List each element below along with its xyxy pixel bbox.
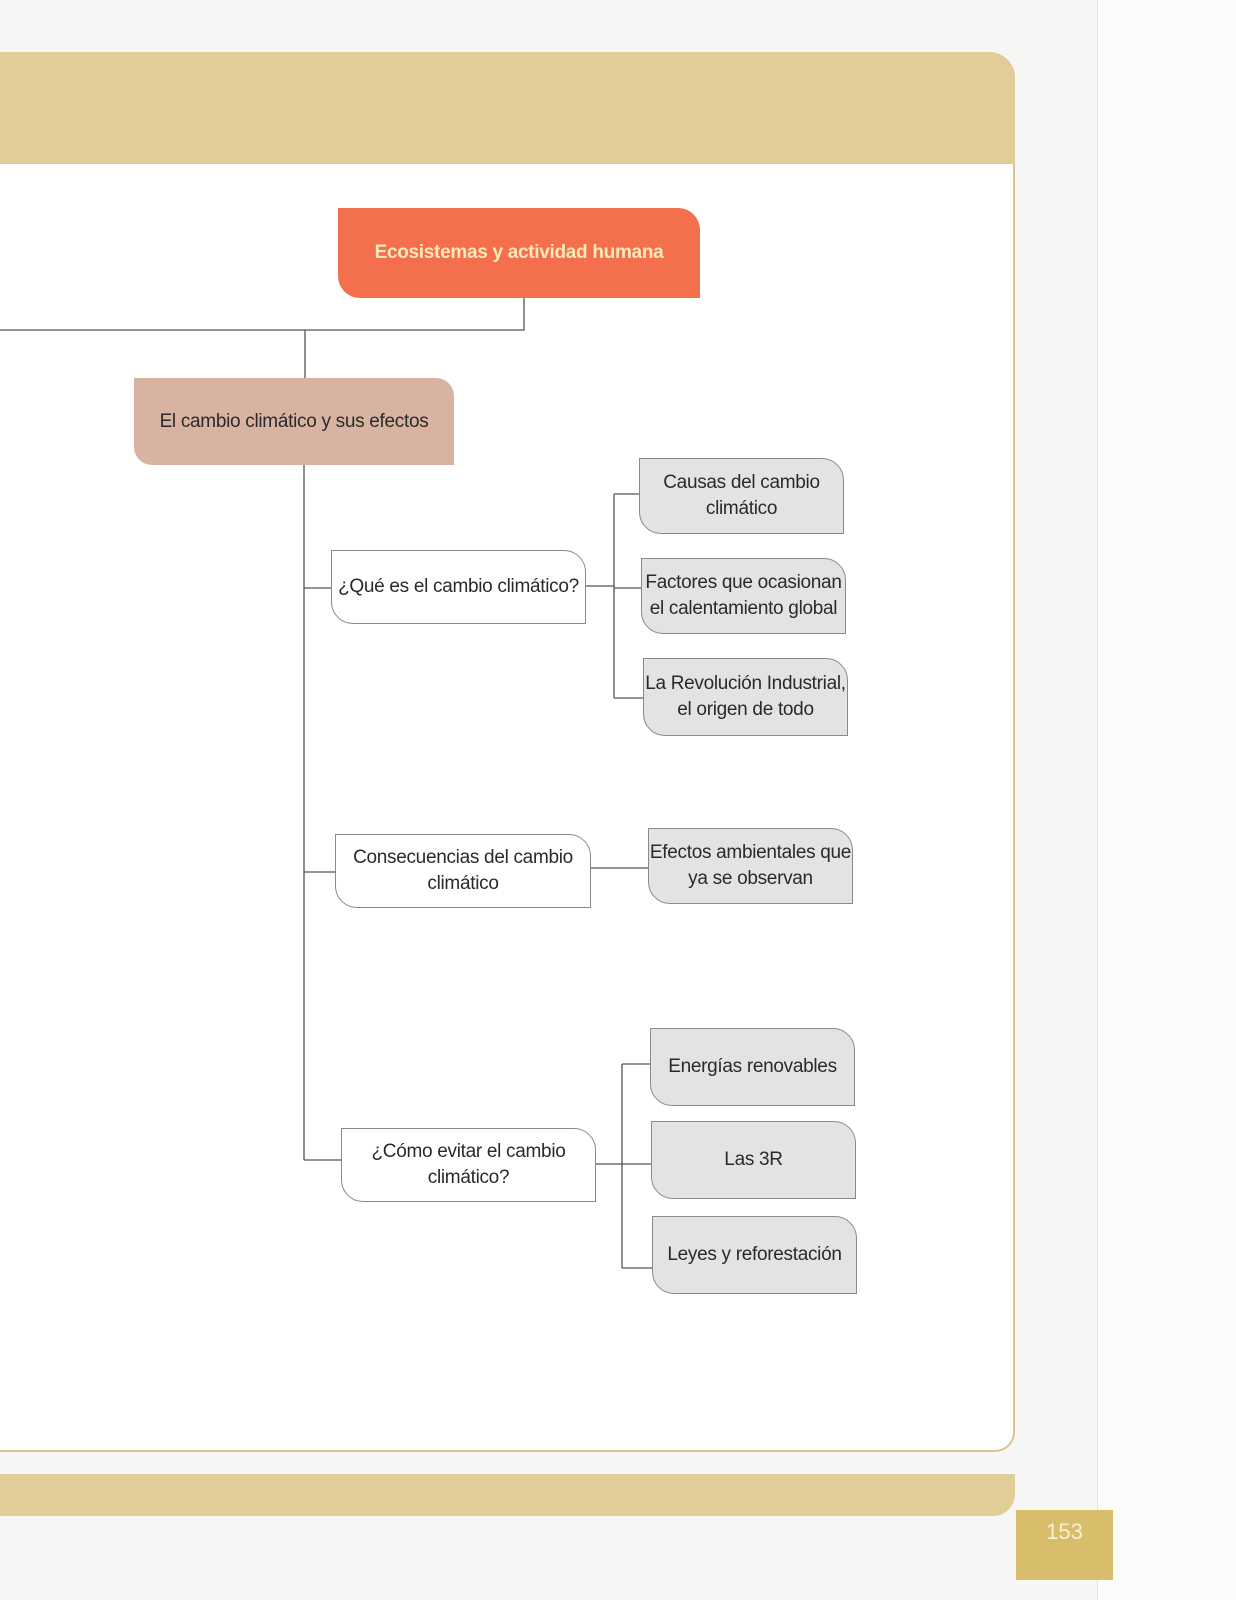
main-topic-node: El cambio climático y sus efectos <box>134 378 454 465</box>
connector-root-main <box>0 298 525 378</box>
leaf-node-environmental-effects: Efectos ambientales que ya se observan <box>648 828 853 904</box>
footer-band <box>0 1474 1015 1516</box>
leaf-node-renewable-energy: Energías renovables <box>650 1028 855 1106</box>
leaf-node-3r: Las 3R <box>651 1121 856 1199</box>
header-band <box>0 52 1015 164</box>
page-number: 153 <box>1016 1510 1113 1580</box>
connector-q3-group <box>596 1063 652 1269</box>
connector-q1-group <box>586 493 643 699</box>
leaf-node-industrial-revolution: La Revolución Industrial, el origen de t… <box>643 658 848 736</box>
root-node: Ecosistemas y actividad humana <box>338 208 700 298</box>
question-node-how-to-avoid: ¿Cómo evitar el cambio climático? <box>341 1128 596 1202</box>
adjacent-page-edge <box>1097 0 1236 1600</box>
leaf-node-causes: Causas del cambio climático <box>639 458 844 534</box>
question-node-what-is: ¿Qué es el cambio climático? <box>331 550 586 624</box>
leaf-node-laws-reforestation: Leyes y reforestación <box>652 1216 857 1294</box>
leaf-node-factors: Factores que ocasionan el calentamiento … <box>641 558 846 634</box>
question-node-consequences: Consecuencias del cambio climático <box>335 834 591 908</box>
